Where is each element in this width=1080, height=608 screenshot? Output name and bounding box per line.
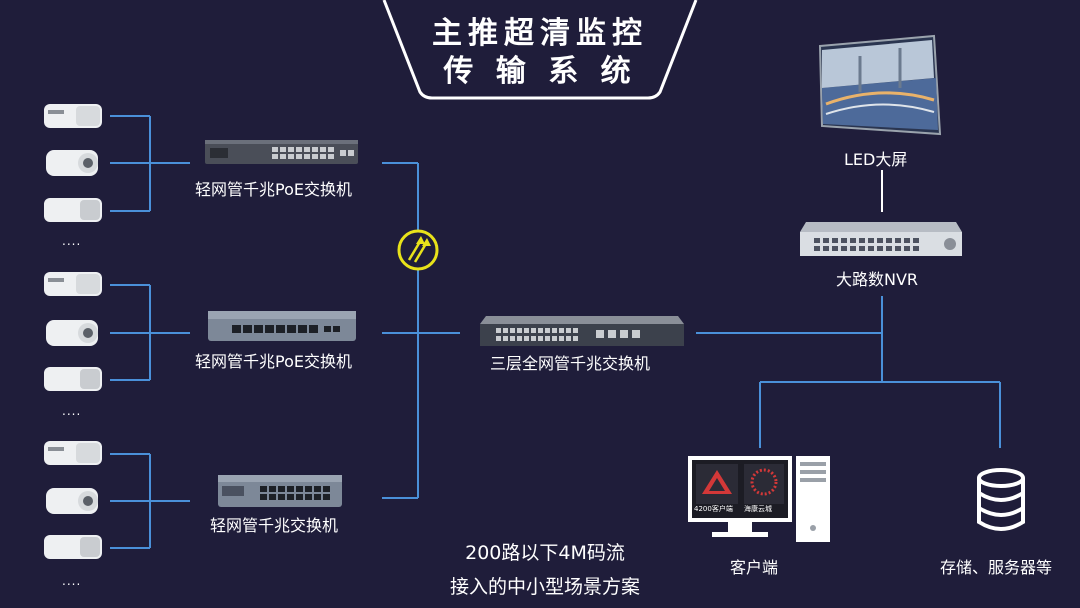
camera-icon [46,320,98,346]
camera-group-1-ellipsis: .... [62,234,81,248]
camera-group-2-ellipsis: .... [62,404,81,418]
storage-label: 存储、服务器等 [940,554,1052,578]
poe-switch-mid-label: 轻网管千兆PoE交换机 [195,348,352,372]
core-switch-label: 三层全网管千兆交换机 [490,350,650,374]
title-line-2: 传 输 系 统 [380,46,700,90]
client-screen-label-right: 海康云城 [744,504,772,514]
nvr-icon [800,222,962,256]
poe-switch-icon [205,140,358,164]
poe-switch-icon [208,311,356,341]
client-label: 客户端 [730,554,778,578]
client-screen-label-left: 4200客户端 [694,504,733,514]
uplink-badge-icon [399,231,437,269]
nvr-label: 大路数NVR [836,266,918,290]
camera-icon [44,535,102,559]
caption-line-2: 接入的中小型场景方案 [420,572,670,599]
camera-icon [46,488,98,514]
core-switch-icon [480,316,684,346]
camera-icon [44,367,102,391]
switch-bottom-label: 轻网管千兆交换机 [210,512,338,536]
led-screen-label: LED大屏 [844,146,907,170]
database-icon [979,470,1023,529]
caption-line-1: 200路以下4M码流 [420,538,670,565]
client-pc-icon [688,456,830,542]
camera-icon [44,198,102,222]
switch-icon [218,475,342,507]
led-screen-icon [820,36,940,134]
camera-icon [44,441,102,465]
title-banner: 主推超清监控 传 输 系 统 [380,0,700,98]
camera-icon [44,104,102,128]
camera-icon [46,150,98,176]
poe-switch-top-label: 轻网管千兆PoE交换机 [195,176,352,200]
camera-icon [44,272,102,296]
camera-group-3-ellipsis: .... [62,574,81,588]
